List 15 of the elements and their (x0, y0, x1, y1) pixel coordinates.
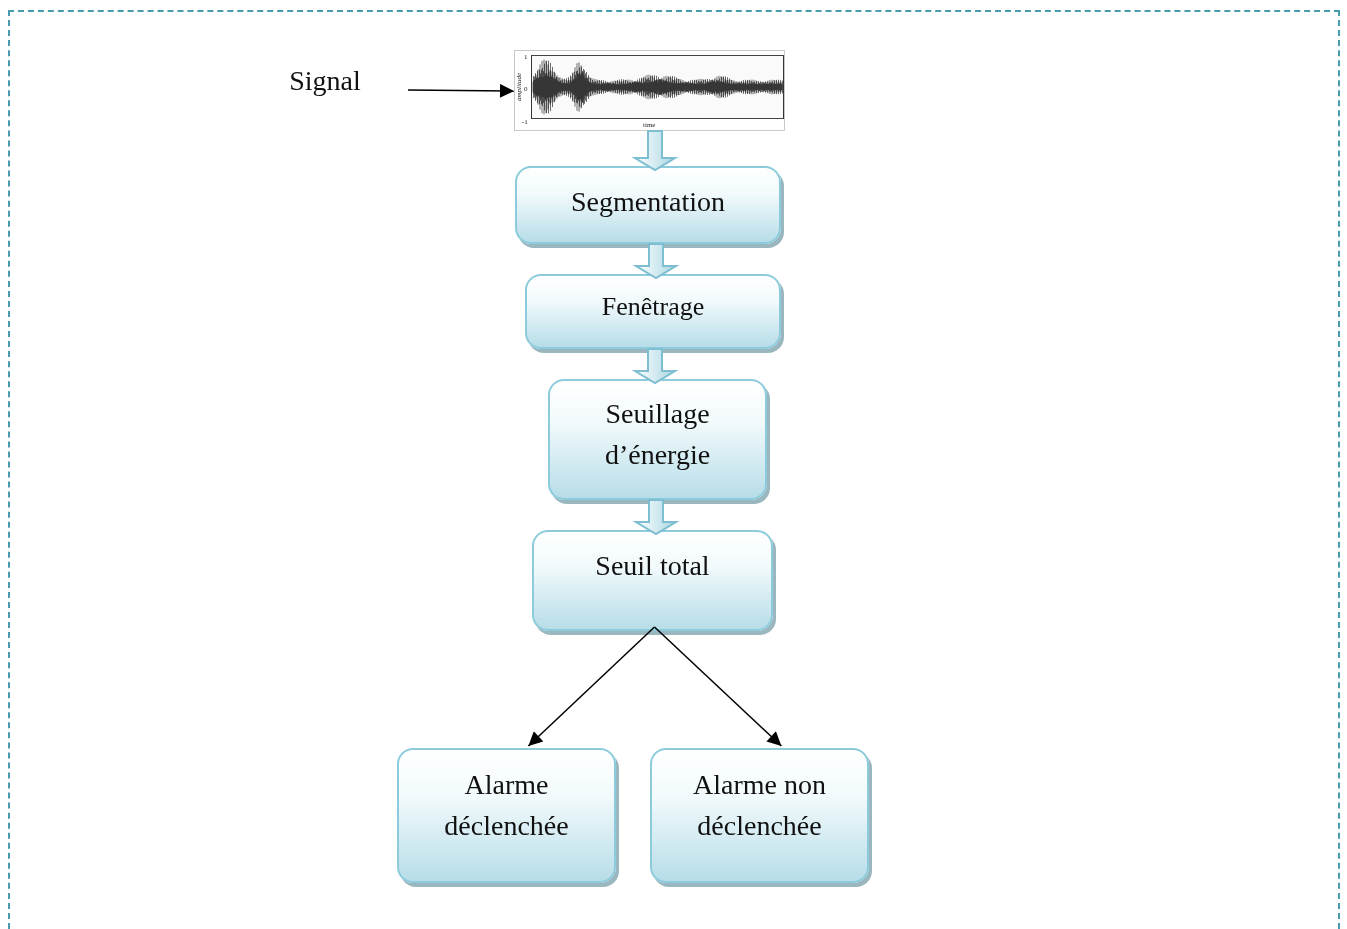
waveform-plot (514, 50, 785, 131)
box-label: Seuillage d’énergie (603, 397, 712, 472)
arrow (407, 83, 515, 98)
box-label: Segmentation (570, 185, 726, 219)
box-label: Alarme non déclenchée (692, 768, 827, 843)
arrow (653, 626, 783, 747)
box-label: Alarme déclenchée (443, 768, 570, 843)
arrow (527, 626, 656, 747)
box-label: Seuil total (594, 549, 711, 583)
block-arrow (632, 499, 680, 536)
block-arrow (632, 243, 680, 280)
signal-label: Signal (288, 64, 362, 98)
block-arrow (631, 130, 679, 172)
block-arrow (631, 348, 679, 385)
box-label: Fenêtrage (600, 291, 706, 323)
